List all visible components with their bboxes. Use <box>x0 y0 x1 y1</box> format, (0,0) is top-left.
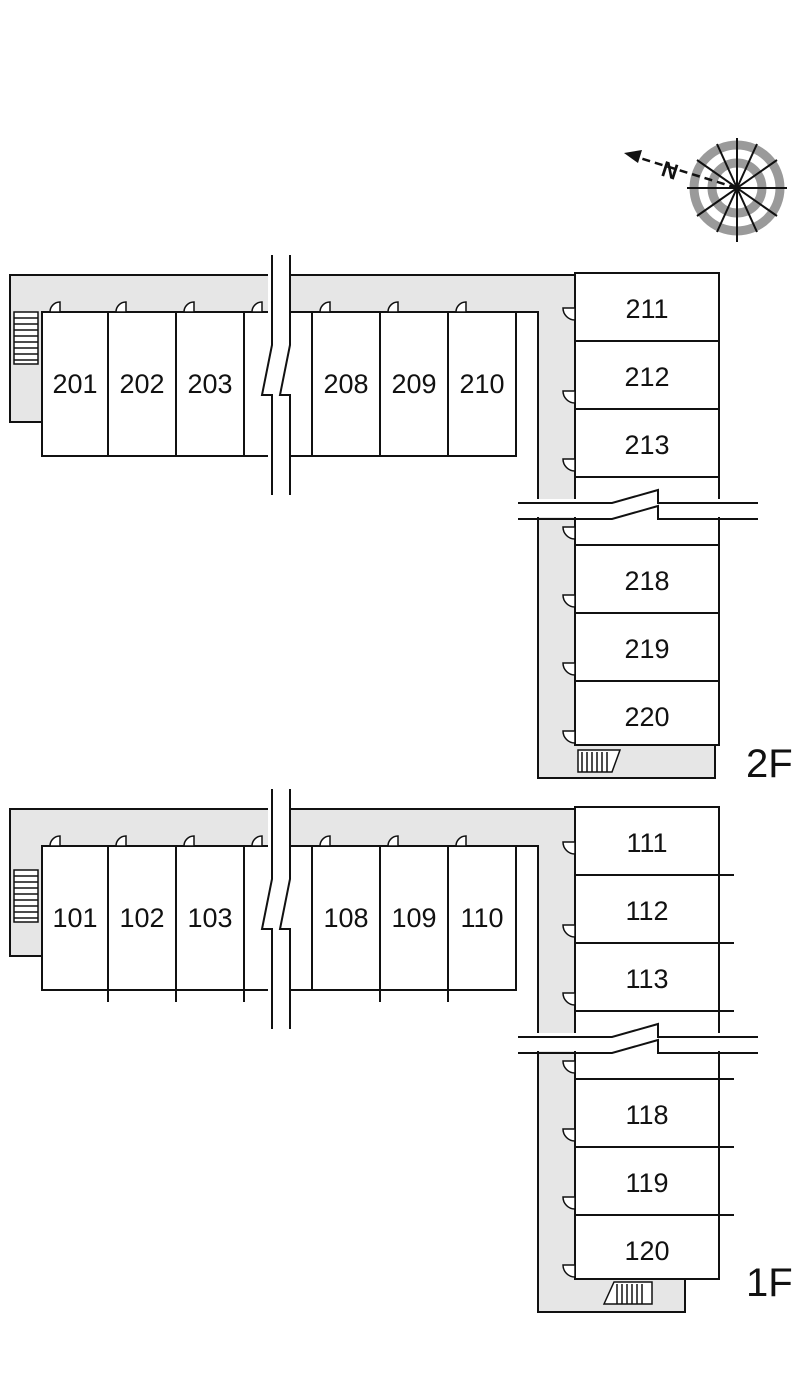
room-number: 210 <box>459 369 504 399</box>
room-unit <box>574 1078 720 1148</box>
door-icon <box>455 835 467 847</box>
room-number: 209 <box>391 369 436 399</box>
room-number: 120 <box>624 1236 669 1266</box>
door-icon <box>115 835 127 847</box>
room-unit <box>175 311 245 457</box>
compass-icon: N <box>624 138 787 242</box>
door-icon <box>562 1196 576 1210</box>
compass-north-label: N <box>658 156 681 185</box>
floor-label: 2F <box>746 742 793 786</box>
floor-1f: 101 102 103 108 109 110 <box>9 789 793 1313</box>
door-icon <box>562 594 576 608</box>
room-unit <box>574 874 720 944</box>
room-unit <box>447 311 517 457</box>
door-icon <box>562 307 576 321</box>
room-number: 103 <box>187 903 232 933</box>
room-unit <box>574 1146 720 1216</box>
room-number: 208 <box>323 369 368 399</box>
door-icon <box>319 835 331 847</box>
door-icon <box>251 301 263 313</box>
room-unit <box>41 845 109 991</box>
door-icon <box>319 301 331 313</box>
door-icon <box>183 301 195 313</box>
plan-break-symbol <box>260 255 291 495</box>
room-number: 119 <box>625 1168 668 1198</box>
door-icon <box>562 924 576 938</box>
room-unit <box>574 408 720 478</box>
stairs <box>602 1281 653 1305</box>
door-icon <box>562 1264 576 1278</box>
east-wing: 111 112 113 118 119 120 <box>518 806 758 1280</box>
room-unit <box>311 311 381 457</box>
floor-2f: 201 202 203 208 209 210 <box>9 255 793 786</box>
stairs <box>577 749 622 773</box>
room-number: 111 <box>626 828 667 858</box>
door-icon <box>183 835 195 847</box>
room-unit <box>107 311 177 457</box>
room-unit <box>574 680 720 746</box>
door-icon <box>562 662 576 676</box>
room-unit <box>311 845 381 991</box>
room-number: 202 <box>119 369 164 399</box>
door-icon <box>562 730 576 744</box>
room-unit <box>574 272 720 342</box>
room-unit <box>175 845 245 991</box>
door-icon <box>49 835 61 847</box>
door-icon <box>562 458 576 472</box>
door-icon <box>387 835 399 847</box>
room-number: 109 <box>391 903 436 933</box>
west-wing: 101 102 103 108 109 110 <box>41 789 517 1029</box>
door-icon <box>115 301 127 313</box>
door-icon <box>562 390 576 404</box>
door-icon <box>251 835 263 847</box>
room-number: 108 <box>323 903 368 933</box>
room-number: 203 <box>187 369 232 399</box>
room-number: 110 <box>460 903 503 933</box>
stairs <box>13 869 39 923</box>
room-number: 101 <box>52 903 97 933</box>
stairs <box>13 311 39 365</box>
door-icon <box>455 301 467 313</box>
room-number: 212 <box>624 362 669 392</box>
east-wing: 211 212 213 218 219 220 <box>518 272 758 746</box>
room-number: 102 <box>119 903 164 933</box>
door-icon <box>562 992 576 1006</box>
room-number: 218 <box>624 566 669 596</box>
door-icon <box>562 1128 576 1142</box>
room-unit <box>107 845 177 991</box>
plan-break-symbol <box>518 488 758 520</box>
room-unit <box>574 806 720 876</box>
room-unit <box>447 845 517 991</box>
room-unit <box>574 1214 720 1280</box>
door-icon <box>562 526 576 540</box>
room-number: 113 <box>625 964 668 994</box>
floor-label: 1F <box>746 1261 793 1305</box>
room-number: 112 <box>625 896 668 926</box>
plan-break-symbol <box>260 789 291 1029</box>
door-icon <box>562 1060 576 1074</box>
room-number: 201 <box>52 369 97 399</box>
room-number: 213 <box>624 430 669 460</box>
door-icon <box>387 301 399 313</box>
room-number: 219 <box>624 634 669 664</box>
door-icon <box>562 841 576 855</box>
room-number: 211 <box>625 294 668 324</box>
west-wing: 201 202 203 208 209 210 <box>41 255 517 495</box>
plan-break-symbol <box>518 1022 758 1054</box>
door-icon <box>49 301 61 313</box>
room-unit <box>574 942 720 1012</box>
room-number: 118 <box>625 1100 668 1130</box>
room-number: 220 <box>624 702 669 732</box>
